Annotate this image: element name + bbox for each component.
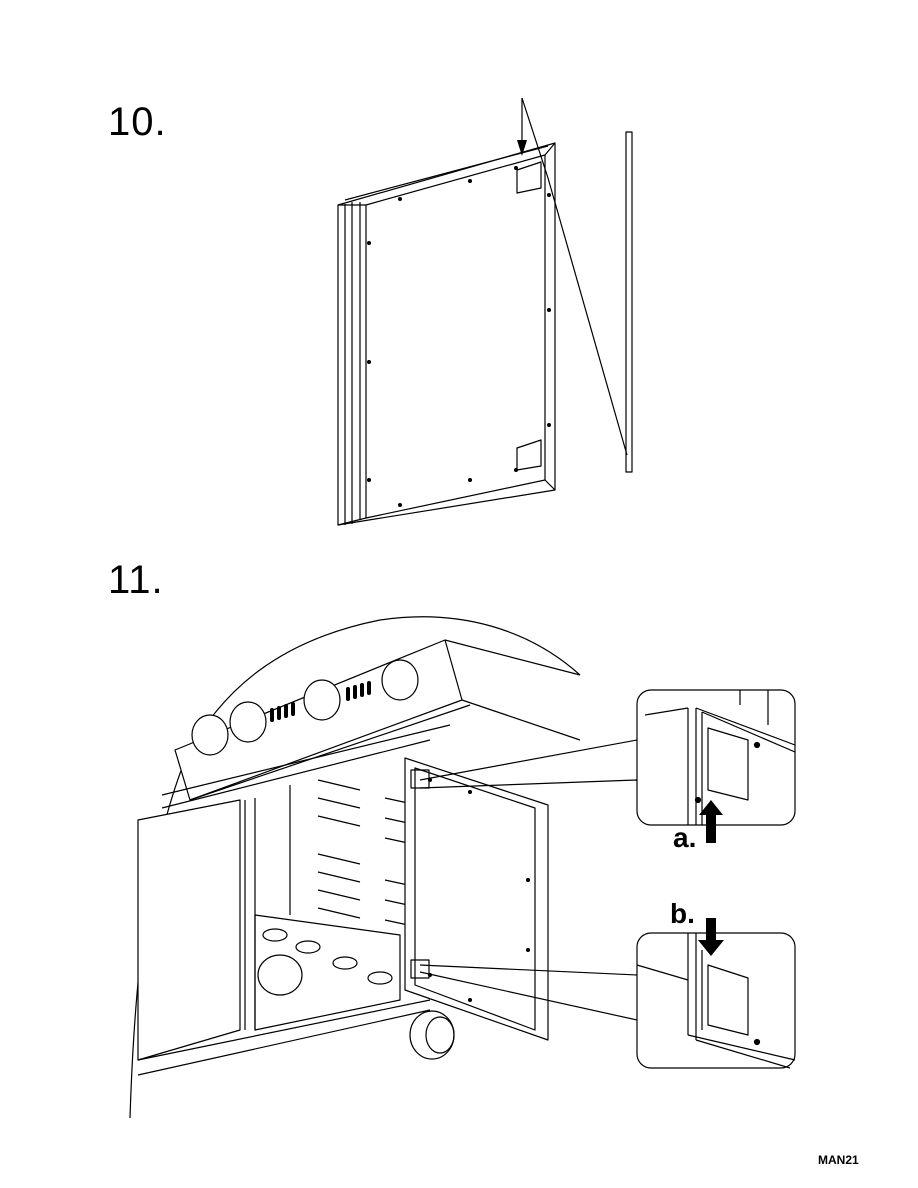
inset-detail-a	[637, 690, 795, 825]
door-panel-diagram	[338, 143, 555, 525]
callout-a-label: a.	[673, 822, 696, 854]
grill-cart-diagram	[130, 617, 637, 1118]
callout-b-label: b.	[670, 898, 695, 930]
manual-code: MAN21	[818, 1153, 859, 1167]
inset-detail-b	[637, 933, 795, 1068]
hinge-rod	[626, 132, 632, 472]
